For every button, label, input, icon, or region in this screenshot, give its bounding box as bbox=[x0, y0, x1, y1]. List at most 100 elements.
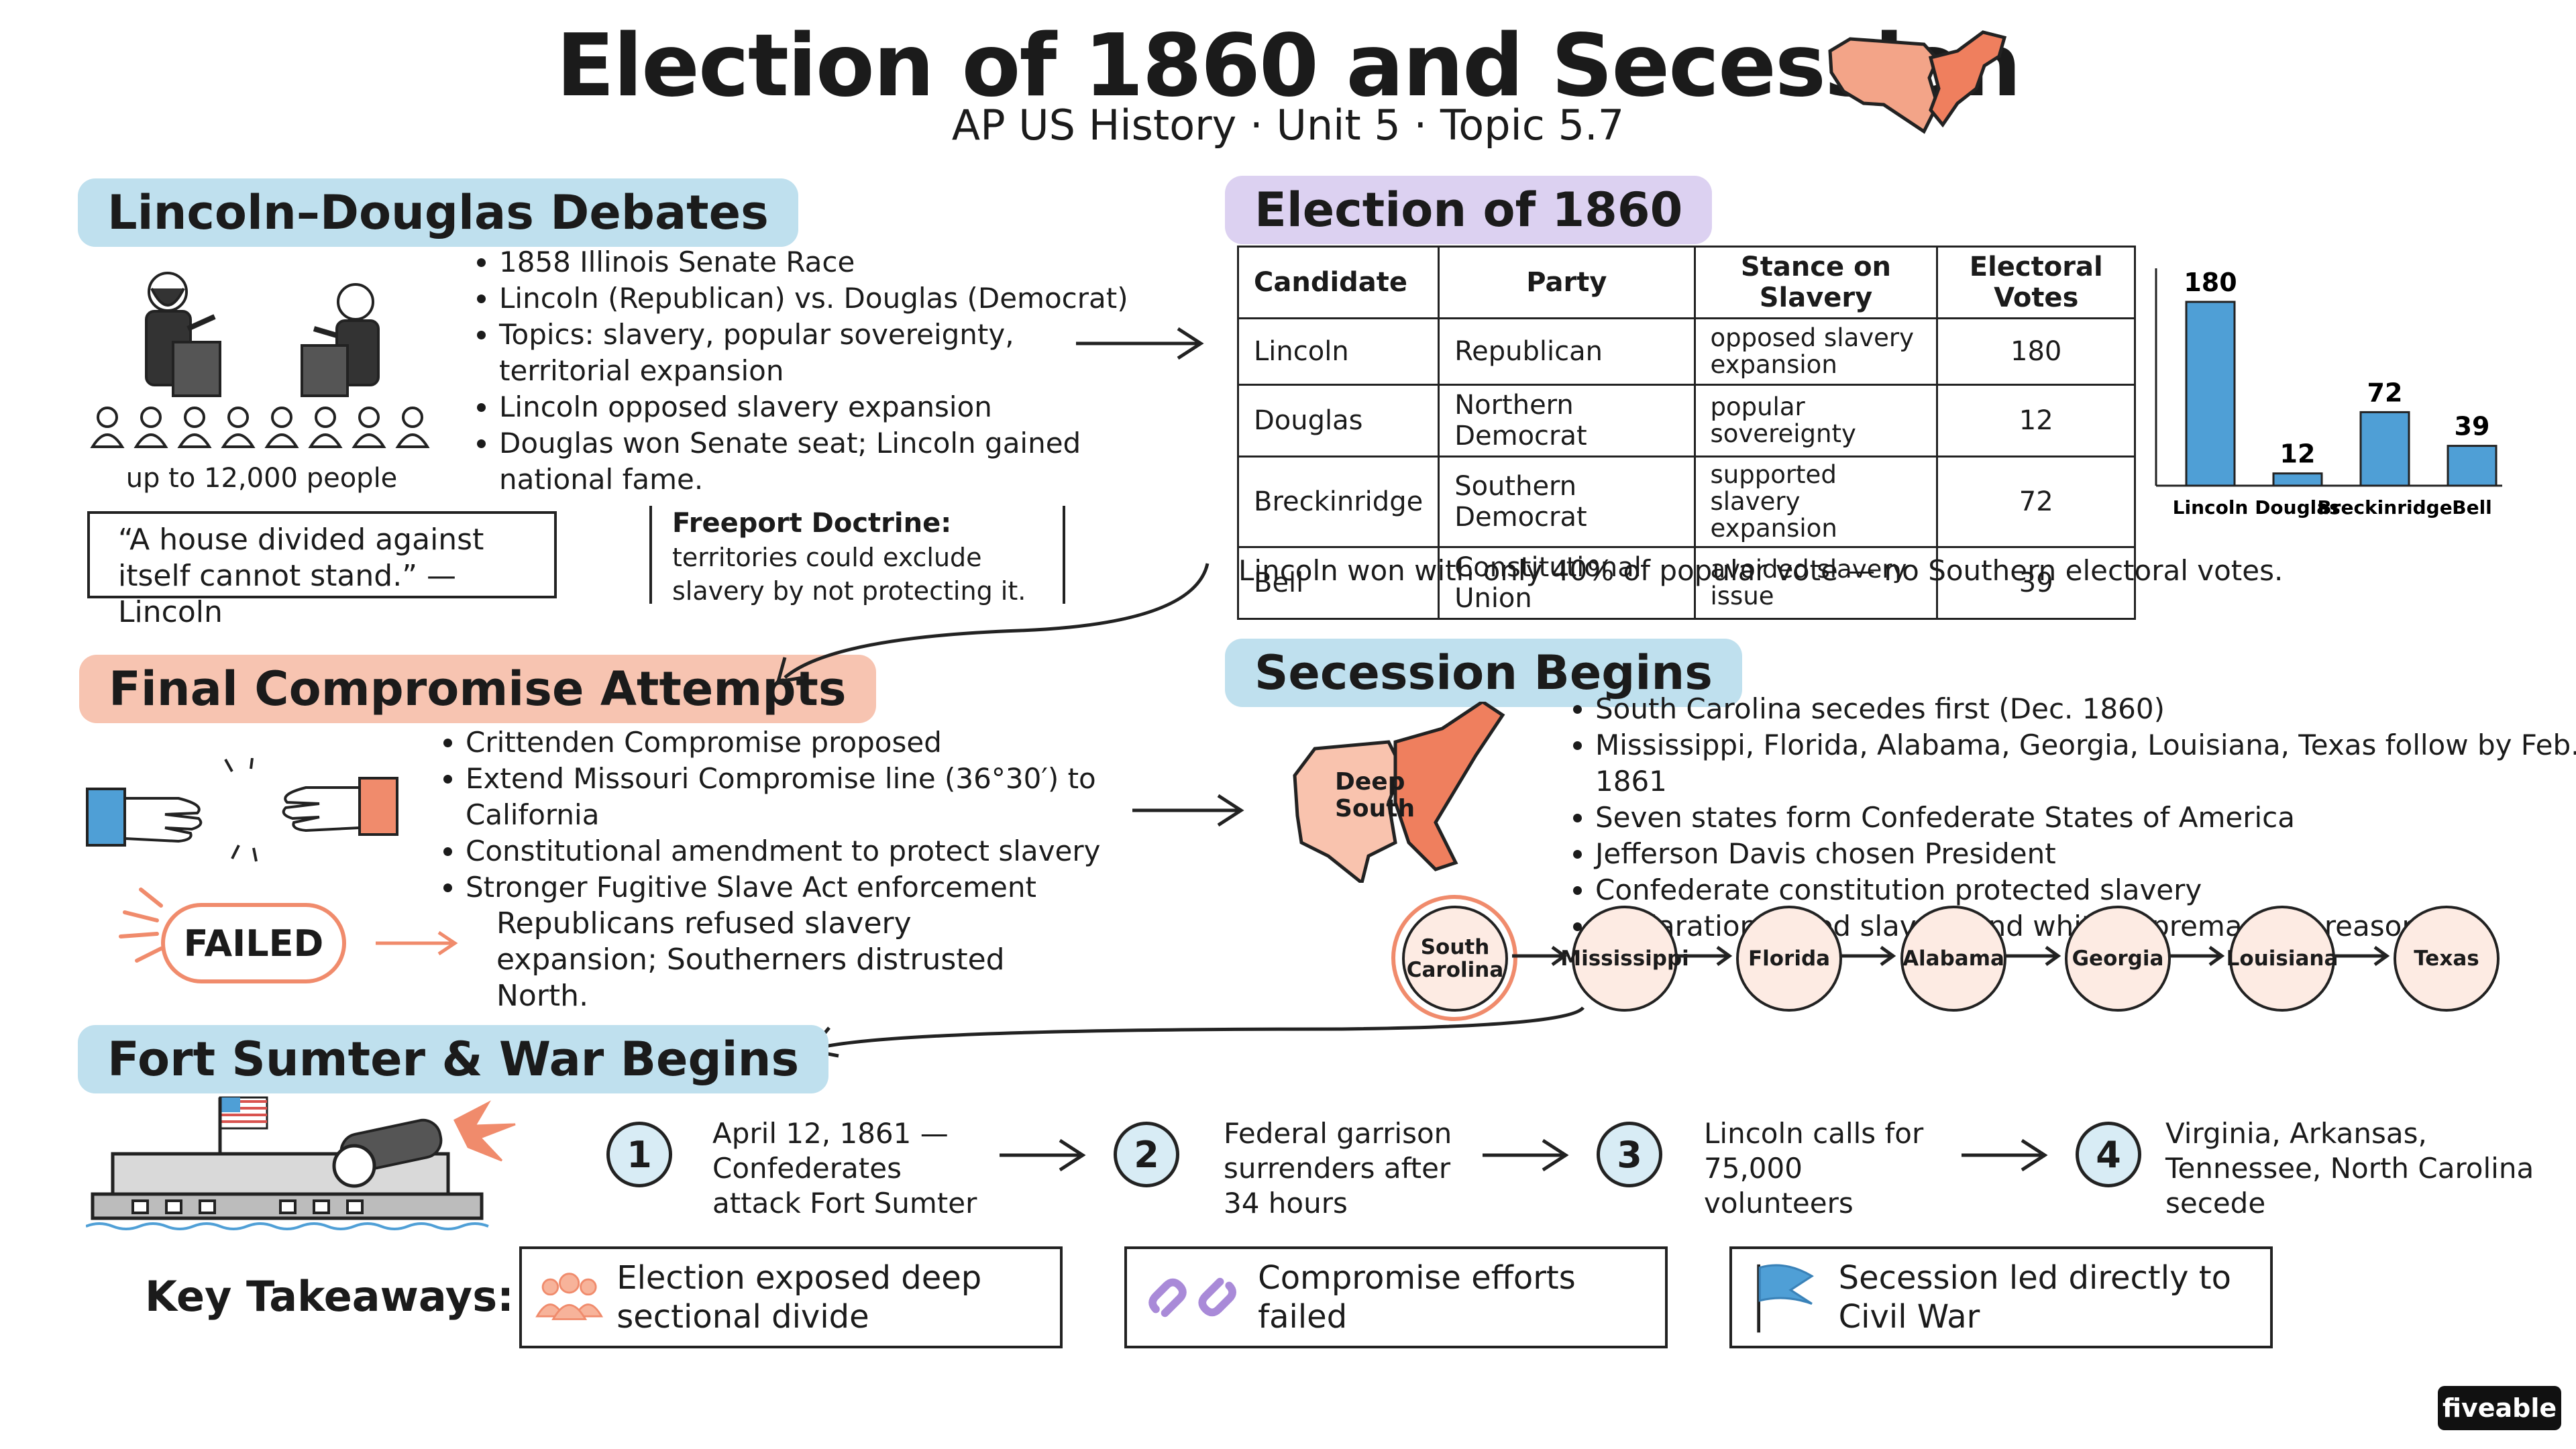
debates-bullets: 1858 Illinois Senate Race Lincoln (Repub… bbox=[459, 244, 1143, 498]
state-circle: Texas bbox=[2394, 906, 2500, 1012]
secession-header: Secession Begins bbox=[1225, 639, 1742, 707]
list-item: 1858 Illinois Senate Race bbox=[499, 244, 1143, 280]
votes-cell: 72 bbox=[1936, 455, 2136, 548]
freeport-title: Freeport Doctrine: bbox=[672, 508, 952, 539]
chart-value-label: 180 bbox=[2184, 268, 2237, 297]
list-item: Mississippi, Florida, Alabama, Georgia, … bbox=[1595, 727, 2576, 800]
flag-icon bbox=[1757, 1264, 1814, 1333]
brand-logo: fiveable bbox=[2438, 1386, 2561, 1430]
column-header: Party bbox=[1438, 246, 1696, 319]
chart-category-label: Douglas bbox=[2255, 496, 2341, 519]
step-number: 2 bbox=[1114, 1122, 1179, 1187]
takeaway-text: Secession led directly to Civil War bbox=[1838, 1259, 2231, 1336]
party-cell: Northern Democrat bbox=[1438, 384, 1696, 458]
column-header: Electoral Votes bbox=[1936, 246, 2136, 319]
deep-south-map-icon bbox=[1293, 702, 1505, 883]
step-number: 3 bbox=[1597, 1122, 1662, 1187]
list-item: Lincoln opposed slavery expansion bbox=[499, 389, 1143, 425]
state-circle: Mississippi bbox=[1560, 906, 1689, 1012]
secession-bullets: South Carolina secedes first (Dec. 1860)… bbox=[1555, 691, 2576, 945]
votes-cell: 180 bbox=[1936, 317, 2136, 386]
column-header: Stance on Slavery bbox=[1693, 246, 1939, 319]
step-text: Lincoln calls for 75,000 volunteers bbox=[1704, 1117, 1924, 1220]
failed-reason: Republicans refused slavery expansion; S… bbox=[496, 906, 1005, 1013]
candidate-cell: Lincoln bbox=[1236, 317, 1440, 386]
party-cell: Southern Democrat bbox=[1438, 455, 1696, 548]
takeaway-text: Election exposed deep sectional divide bbox=[616, 1259, 982, 1336]
page-title: Election of 1860 and Secession bbox=[555, 16, 2021, 116]
state-circle: Florida bbox=[1736, 906, 1842, 1012]
list-item: Extend Missouri Compromise line (36°30′)… bbox=[466, 761, 1190, 833]
chart-category-label: Bell bbox=[2452, 496, 2492, 519]
chart-category-label: Lincoln bbox=[2173, 496, 2249, 519]
chart-bar bbox=[2185, 301, 2236, 487]
crowd-caption: up to 12,000 people bbox=[125, 463, 398, 494]
chart-value-label: 39 bbox=[2455, 412, 2490, 441]
election-header: Election of 1860 bbox=[1225, 176, 1713, 244]
step-text: April 12, 1861 — Confederates attack For… bbox=[712, 1117, 977, 1220]
state-circle: Louisiana bbox=[2226, 906, 2338, 1012]
list-item: Crittenden Compromise proposed bbox=[466, 724, 1190, 761]
party-cell: Republican bbox=[1438, 317, 1696, 386]
party-cell: Constitutional Union bbox=[1438, 546, 1696, 620]
page-subtitle: AP US History · Unit 5 · Topic 5.7 bbox=[951, 101, 1625, 150]
election-note: Lincoln won with only 40% of popular vot… bbox=[1238, 554, 2284, 587]
chart-bar bbox=[2272, 472, 2323, 487]
compromise-header: Final Compromise Attempts bbox=[79, 655, 876, 723]
takeaways-label: Key Takeaways: bbox=[145, 1272, 514, 1321]
step-number: 4 bbox=[2076, 1122, 2141, 1187]
debates-header: Lincoln–Douglas Debates bbox=[78, 178, 798, 247]
list-item: Lincoln (Republican) vs. Douglas (Democr… bbox=[499, 280, 1143, 317]
stance-cell: supported slavery expansion bbox=[1693, 455, 1939, 548]
sumter-header: Fort Sumter & War Begins bbox=[78, 1025, 829, 1093]
list-item: Seven states form Confederate States of … bbox=[1595, 800, 2576, 836]
step-text: Federal garrison surrenders after 34 hou… bbox=[1224, 1117, 1452, 1220]
table-row: Bell Constitutional Union avoided slaver… bbox=[1236, 546, 2136, 620]
fort-cannon-icon bbox=[86, 1096, 516, 1230]
debate-illustration bbox=[90, 272, 430, 448]
list-item: Stronger Fugitive Slave Act enforcement bbox=[466, 869, 1190, 906]
table-header-row: Candidate Party Stance on Slavery Electo… bbox=[1236, 246, 2136, 319]
list-item: Topics: slavery, popular sovereignty, te… bbox=[499, 317, 1143, 389]
people-icon bbox=[535, 1273, 604, 1320]
candidate-cell: Douglas bbox=[1236, 384, 1440, 458]
list-item: Douglas won Senate seat; Lincoln gained … bbox=[499, 425, 1143, 498]
votes-cell: 39 bbox=[1936, 546, 2136, 620]
table-row: Breckinridge Southern Democrat supported… bbox=[1236, 455, 2136, 548]
state-circle: South Carolina bbox=[1402, 906, 1508, 1012]
table-row: Douglas Northern Democrat popular sovere… bbox=[1236, 384, 2136, 458]
chart-bar bbox=[2359, 411, 2410, 487]
chart-value-label: 72 bbox=[2367, 378, 2403, 407]
broken-chain-icon bbox=[1148, 1277, 1236, 1318]
step-text: Virginia, Arkansas, Tennessee, North Car… bbox=[2165, 1117, 2534, 1220]
candidate-cell: Breckinridge bbox=[1236, 455, 1440, 548]
state-circle: Alabama bbox=[1900, 906, 2006, 1012]
failed-badge: FAILED bbox=[161, 903, 346, 983]
stance-cell: popular sovereignty bbox=[1693, 384, 1939, 458]
list-item: Jefferson Davis chosen President bbox=[1595, 836, 2576, 872]
votes-cell: 12 bbox=[1936, 384, 2136, 458]
arrow-right-icon bbox=[376, 930, 458, 956]
table-row: Lincoln Republican opposed slavery expan… bbox=[1236, 317, 2136, 386]
takeaway-card: Compromise efforts failed bbox=[1124, 1246, 1668, 1348]
list-item: South Carolina secedes first (Dec. 1860) bbox=[1595, 691, 2576, 727]
compromise-bullets: Crittenden Compromise proposed Extend Mi… bbox=[425, 724, 1190, 906]
chart-category-label: Breckinridge bbox=[2317, 496, 2452, 519]
burst-lines-icon bbox=[119, 888, 163, 963]
freeport-text: territories could exclude slavery by not… bbox=[672, 543, 1026, 606]
lincoln-quote: “A house divided against itself cannot s… bbox=[87, 511, 557, 629]
deep-south-label: Deep South bbox=[1335, 768, 1415, 822]
election-table: Candidate Party Stance on Slavery Electo… bbox=[1236, 246, 2136, 620]
list-item: Constitutional amendment to protect slav… bbox=[466, 833, 1190, 869]
chart-bar bbox=[2447, 445, 2498, 487]
takeaway-text: Compromise efforts failed bbox=[1258, 1259, 1576, 1336]
takeaway-card: Secession led directly to Civil War bbox=[1729, 1246, 2273, 1348]
chart-value-label: 12 bbox=[2280, 439, 2316, 469]
column-header: Candidate bbox=[1236, 246, 1440, 319]
us-map-icon bbox=[1828, 30, 2007, 134]
candidate-cell: Bell bbox=[1236, 546, 1440, 620]
takeaway-card: Election exposed deep sectional divide bbox=[519, 1246, 1063, 1348]
freeport-doctrine: Freeport Doctrine: territories could exc… bbox=[649, 506, 1065, 606]
lincoln-figure bbox=[145, 272, 221, 397]
